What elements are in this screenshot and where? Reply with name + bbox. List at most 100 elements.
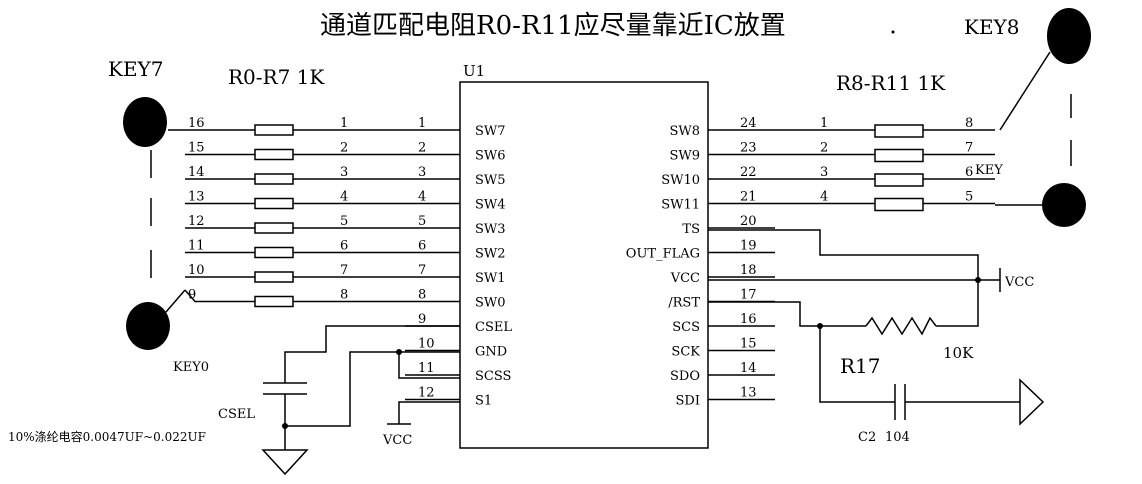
chip-right-pins: 24SW823SW922SW1021SW1120TS19OUT_FLAG18VC… [626,116,775,409]
key7-label: KEY7 [108,57,163,81]
chip-left-pin-name: SW5 [475,173,506,188]
c2-wire [819,326,895,403]
s1-wire [398,401,460,424]
chip-right-pin-number: 15 [740,337,757,352]
chip-left-pin-number: 5 [418,214,426,229]
chip-left-pin-number: 3 [418,165,426,180]
key-pad-right-bottom [1042,183,1086,227]
vcc-right-junction [975,277,981,283]
left-net-inner-num: 4 [340,190,348,205]
chip-left-pin-name: SW7 [475,124,506,139]
chip-left-pin-number: 1 [418,116,426,131]
left-net-resistor [254,148,294,161]
left-net-resistor [254,295,294,308]
chip-left-pin-number: 9 [418,312,426,327]
key8-wire [999,51,1051,131]
c2-value: 104 [885,430,910,445]
chip-u1-label: U1 [463,62,485,80]
ts-wire [708,229,979,327]
left-net-outer-num: 15 [188,141,205,156]
ground-symbol-left [261,449,309,476]
key7-pad [123,97,167,147]
chip-right-pin-name: VCC [670,271,700,286]
right-net-resistor [874,197,924,212]
left-net-inner-num: 6 [340,239,348,254]
left-net-resistor [254,197,294,210]
chip-right-pin-number: 20 [740,214,757,229]
right-network-label: R8-R11 1K [836,71,946,95]
chip-right-pin-name: OUT_FLAG [626,247,700,262]
chip-right-pin-number: 23 [740,141,757,156]
chip-left-pin-name: CSEL [475,320,512,335]
chip-right-pin-name: SCS [672,320,700,335]
chip-right-pin-name: SW11 [661,198,700,213]
left-net-outer-num: 10 [188,263,205,278]
right-net-resistor [874,124,924,138]
right-net-outer-num: 5 [965,190,973,205]
key0-wire [165,289,186,313]
chip-left-pin-name: SCSS [475,369,511,384]
left-net-outer-num: 12 [188,214,205,229]
chip-right-pin-name: SDI [676,394,700,409]
key0-label: KEY0 [173,360,209,375]
right-net-resistor [874,148,924,163]
chip-left-pin-name: S1 [475,394,492,409]
chip-right-pin-number: 16 [740,312,757,327]
right-net-inner-num: 3 [820,165,828,180]
r17-label: R17 [840,354,881,378]
gnd-wire [285,351,460,427]
left-net-inner-num: 2 [340,141,348,156]
left-net-resistor [254,173,294,185]
key8-pad [1047,8,1091,64]
chip-left-pin-number: 8 [418,288,426,303]
chip-right-pin-name: SW8 [669,124,700,139]
chip-left-pin-number: 11 [418,361,435,376]
left-network-label: R0-R7 1K [228,65,325,89]
chip-right-pin-number: 22 [740,165,757,180]
chip-right-pin-number: 24 [740,116,757,131]
chip-right-pin-number: 18 [740,263,757,278]
right-network-key-label: KEY [975,163,1003,178]
left-net-outer-num: 14 [188,165,205,180]
left-net-resistor [254,222,294,234]
right-net-inner-num: 4 [820,190,828,205]
chip-left-pins: 1SW72SW63SW54SW45SW36SW27SW18SW09CSEL10G… [405,116,512,409]
r17-value: 10K [943,344,974,362]
key0-pad [126,302,170,350]
left-net-outer-num: 11 [188,239,205,254]
chip-left-pin-number: 7 [418,263,426,278]
chip-right-pin-name: SCK [671,345,700,360]
chip-right-pin-name: TS [682,222,700,237]
left-net-outer-num: 9 [188,288,196,303]
chip-left-pin-name: SW6 [475,149,506,164]
chip-right-pin-number: 13 [740,386,757,401]
chip-left-pin-name: SW4 [475,198,506,213]
csel-wire [284,325,460,383]
right-net-outer-num: 7 [965,141,973,156]
chip-left-pin-number: 12 [418,386,435,401]
chip-u1-body [459,81,709,449]
scss-wire [398,352,460,379]
vcc-left-label: VCC [382,433,412,448]
chip-left-pin-name: SW3 [475,222,506,237]
chip-right-pin-name: SDO [670,369,700,384]
chip-left-pin-number: 10 [418,337,435,352]
left-net-outer-num: 16 [188,116,205,131]
right-net-outer-num: 6 [965,165,973,180]
key8-label: KEY8 [964,15,1019,39]
left-net-inner-num: 7 [340,263,348,278]
chip-left-pin-name: SW0 [475,296,506,311]
left-net-wire-outer [184,289,255,303]
csel-label: CSEL [218,407,255,422]
chip-left-pin-name: GND [475,345,507,360]
left-net-resistor [254,246,294,259]
right-net-outer-num: 8 [965,116,973,131]
chip-left-pin-number: 6 [418,239,426,254]
diagram-title: 通道匹配电阻R0-R11应尽量靠近IC放置 [320,11,786,41]
vcc-right-label: VCC [1004,275,1034,290]
right-net-inner-num: 2 [820,141,828,156]
chip-left-pin-number: 2 [418,141,426,156]
